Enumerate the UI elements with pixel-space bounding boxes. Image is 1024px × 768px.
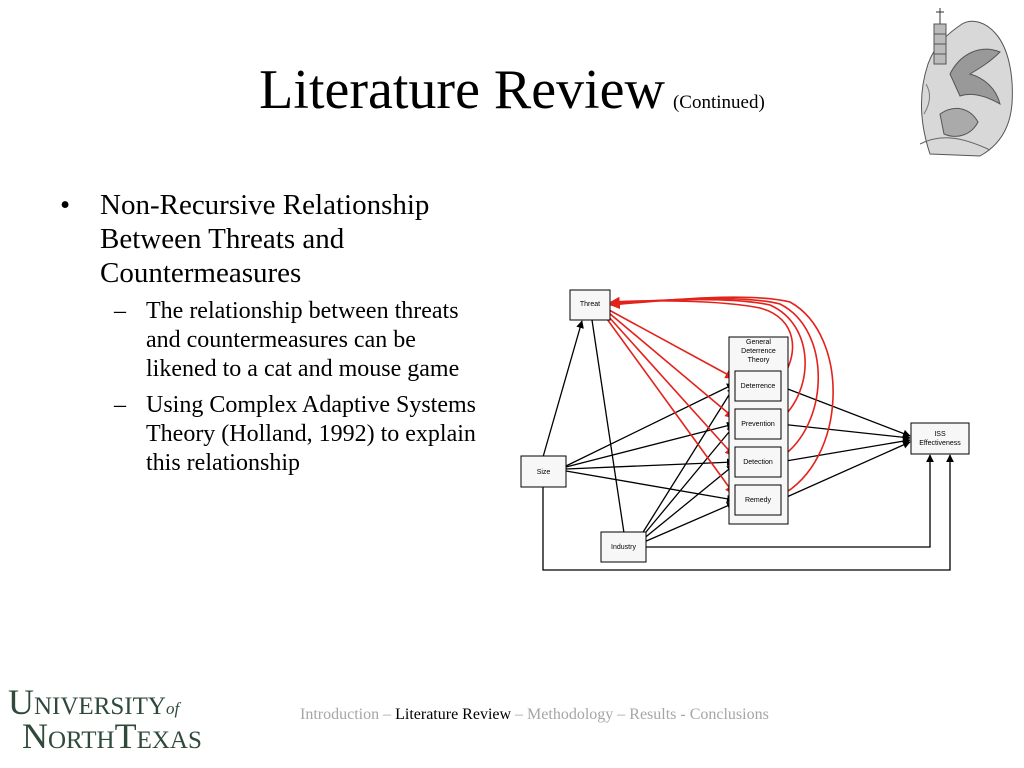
relationship-diagram: Threat General Deterrence Theory Deterre… <box>520 289 970 571</box>
title-subtitle: (Continued) <box>672 92 765 113</box>
edge-threat-detection-red <box>607 315 735 457</box>
bullet-main: Non-Recursive Relationship Between Threa… <box>60 188 500 290</box>
footer-navigation: Introduction – Literature Review – Metho… <box>300 706 920 724</box>
edge-industry-prevention <box>640 425 735 539</box>
svg-text:Theory: Theory <box>748 357 770 364</box>
edge-threat-remedy-red <box>606 318 735 495</box>
edge-prevention-iss <box>779 423 911 442</box>
edge-industry-remedy <box>643 502 735 543</box>
node-remedy: Remedy <box>734 484 782 516</box>
title-main: Literature Review <box>259 59 665 121</box>
dash-marker: – <box>114 298 126 324</box>
node-prevention: Prevention <box>734 408 782 440</box>
node-threat: Threat <box>569 289 611 321</box>
svg-text:Deterrence: Deterrence <box>741 383 776 390</box>
svg-text:NORTHTEXAS: NORTHTEXAS <box>22 716 202 754</box>
svg-text:General: General <box>746 339 771 346</box>
edge-threat-prevention-red <box>608 312 735 419</box>
bullet-list: Non-Recursive Relationship Between Threa… <box>60 188 500 478</box>
edge-size-deterrence <box>565 383 735 467</box>
node-iss-effectiveness: ISS Effectiveness <box>910 422 970 455</box>
bullet-sub-2: – Using Complex Adaptive Systems Theory … <box>60 391 486 478</box>
bullet-sub-2-text: Using Complex Adaptive Systems Theory (H… <box>146 392 476 476</box>
red-edges <box>606 296 834 497</box>
edge-size-threat <box>542 320 584 458</box>
edge-threat-deterrence-red <box>608 309 735 379</box>
crest-illustration <box>919 8 1013 157</box>
svg-text:Deterrence: Deterrence <box>741 348 776 355</box>
edge-size-detection <box>565 458 735 470</box>
footer-item-introduction: Introduction – <box>300 706 392 723</box>
edge-industry-deterrence <box>639 386 735 538</box>
node-size: Size <box>520 455 567 488</box>
svg-text:ISS: ISS <box>934 431 946 438</box>
svg-text:Detection: Detection <box>743 459 773 466</box>
svg-text:Prevention: Prevention <box>741 421 775 428</box>
slide-title: Literature Review (Continued) <box>0 62 1024 118</box>
edge-remedy-iss <box>779 441 911 501</box>
edge-industry-iss <box>646 454 934 548</box>
edge-threat-industry <box>591 319 625 534</box>
node-industry: Industry <box>600 531 647 563</box>
svg-text:Size: Size <box>537 469 551 476</box>
svg-text:Threat: Threat <box>580 301 600 308</box>
dash-marker: – <box>114 392 126 418</box>
node-deterrence: Deterrence <box>734 370 782 402</box>
university-logo: UNIVERSITYof NORTHTEXAS <box>8 684 202 754</box>
svg-text:Remedy: Remedy <box>745 497 772 504</box>
node-detection: Detection <box>734 446 782 478</box>
edge-deterrence-iss <box>779 385 911 438</box>
footer-item-literature-review: Literature Review <box>395 706 512 723</box>
svg-text:Industry: Industry <box>611 544 636 551</box>
edge-size-iss <box>542 454 954 571</box>
svg-text:UNIVERSITYof: UNIVERSITYof <box>8 684 181 722</box>
black-edges <box>542 319 954 571</box>
edge-detection-iss <box>779 437 911 463</box>
bullet-sub-1-text: The relationship between threats and cou… <box>146 298 460 382</box>
edge-industry-detection <box>641 464 735 541</box>
bullet-sub-1: – The relationship between threats and c… <box>60 297 486 384</box>
svg-text:Effectiveness: Effectiveness <box>919 440 961 447</box>
footer-item-rest: – Methodology – Results - Conclusions <box>515 706 769 723</box>
curve-remedy-threat <box>610 296 834 497</box>
edge-size-remedy <box>565 470 735 503</box>
